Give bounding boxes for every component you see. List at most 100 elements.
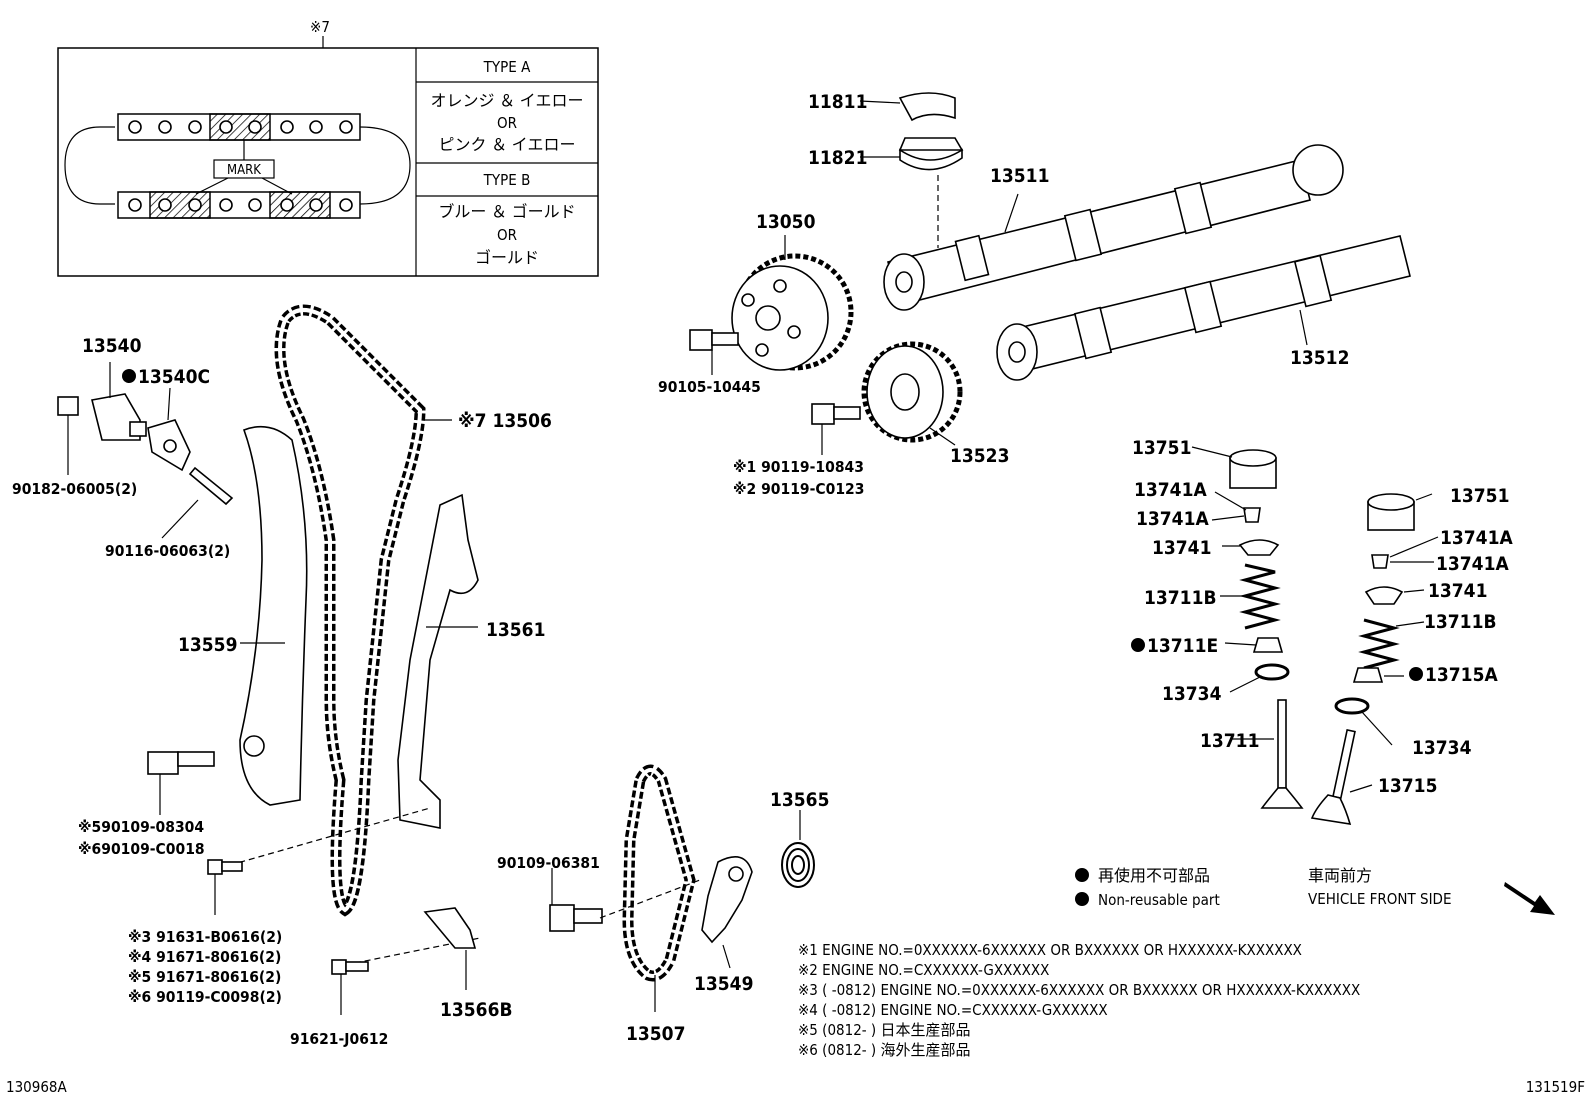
type-a-line2: OR xyxy=(497,114,517,132)
label-90109-06381: 90109-06381 xyxy=(497,854,600,872)
chain-tensioner-arm xyxy=(701,856,753,969)
label-13512: 13512 xyxy=(1290,347,1349,369)
intake-camshaft xyxy=(883,144,1344,311)
chain-guide-13561 xyxy=(397,493,479,829)
label-13751-right: 13751 xyxy=(1450,485,1509,507)
label-13711b-right: 13711B xyxy=(1424,611,1497,633)
bolt-90119 xyxy=(811,403,861,455)
label-13715a: 13715A xyxy=(1425,664,1498,686)
legend-front-en: VEHICLE FRONT SIDE xyxy=(1308,890,1451,908)
valve-seal-left xyxy=(1224,637,1284,653)
label-13559: 13559 xyxy=(178,634,237,656)
label-90119-c0123: ※2 90119-C0123 xyxy=(733,480,864,498)
label-90109-c0018: ※690109-C0018 xyxy=(78,840,205,858)
legend-dot-1 xyxy=(1075,868,1089,882)
label-13540: 13540 xyxy=(82,335,142,357)
label-13741a-right-1: 13741A xyxy=(1440,527,1513,549)
label-13565: 13565 xyxy=(770,789,829,811)
label-13549: 13549 xyxy=(694,973,753,995)
note-6: ※6 (0812- ) 海外生産部品 xyxy=(798,1041,971,1059)
label-13566b: 13566B xyxy=(440,999,513,1021)
timing-chain-lower xyxy=(622,764,696,982)
type-b-label: TYPE B xyxy=(483,171,531,189)
label-11821: 11821 xyxy=(808,147,867,169)
inset-ref-mark: ※7 xyxy=(310,18,330,36)
nonreusable-dot-13711e xyxy=(1131,638,1145,652)
mark-label: MARK xyxy=(227,163,261,178)
tensioner-gasket xyxy=(147,387,191,472)
valve-spring-right xyxy=(1358,618,1425,670)
label-13741a-right-2: 13741A xyxy=(1436,553,1509,575)
nonreusable-dot-13715a xyxy=(1409,667,1423,681)
label-13751-left: 13751 xyxy=(1132,437,1191,459)
note-4: ※4 ( -0812) ENGINE NO.=CXXXXXX-GXXXXXX xyxy=(798,1001,1108,1019)
chain-guide-13566b xyxy=(423,907,477,990)
label-13507: 13507 xyxy=(626,1023,685,1045)
valve-lifter-right xyxy=(1367,493,1433,531)
nonreusable-dot-13540c xyxy=(122,369,136,383)
code-left: 130968A xyxy=(6,1078,68,1096)
label-90182-06005: 90182-06005(2) xyxy=(12,480,137,498)
legend-nonreusable-jp: 再使用不可部品 xyxy=(1098,866,1210,885)
type-a-label: TYPE A xyxy=(483,58,531,76)
note-1: ※1 ENGINE NO.=0XXXXXX-6XXXXXX OR BXXXXXX… xyxy=(798,941,1302,959)
bolt-91621 xyxy=(331,959,369,1015)
label-90119-c0098: ※6 90119-C0098(2) xyxy=(128,988,282,1006)
chain-strip-top xyxy=(117,113,361,141)
valve-spring-left xyxy=(1220,563,1281,630)
legend-dot-2 xyxy=(1075,892,1089,906)
note-2: ※2 ENGINE NO.=CXXXXXX-GXXXXXX xyxy=(798,961,1049,979)
vehicle-front-arrow xyxy=(1504,882,1555,915)
nut-90182 xyxy=(57,396,79,475)
label-13715: 13715 xyxy=(1378,775,1437,797)
timing-chain-upper xyxy=(274,304,426,917)
type-b-line1: ブルー ＆ ゴールド xyxy=(438,202,575,221)
intake-valve xyxy=(1230,699,1304,809)
code-right: 131519F xyxy=(1526,1078,1585,1096)
exhaust-cam-gear xyxy=(861,341,963,443)
label-13711b-left: 13711B xyxy=(1144,587,1217,609)
bolt-90109-08304 xyxy=(147,751,215,815)
type-a-line1: オレンジ ＆ イエロー xyxy=(431,91,584,110)
label-90109-08304: ※590109-08304 xyxy=(78,818,204,836)
stud-90116 xyxy=(161,466,234,539)
type-b-line3: ゴールド xyxy=(475,248,539,267)
vvt-gear-assembly xyxy=(731,253,854,371)
label-13734-right: 13734 xyxy=(1412,737,1472,759)
legend-front-jp: 車両前方 xyxy=(1308,866,1372,885)
exhaust-valve xyxy=(1310,728,1373,825)
note-5: ※5 (0812- ) 日本生産部品 xyxy=(798,1021,971,1039)
chain-guide-13559 xyxy=(239,425,308,806)
label-13711: 13711 xyxy=(1200,730,1259,752)
note-3: ※3 ( -0812) ENGINE NO.=0XXXXXX-6XXXXXX O… xyxy=(798,981,1360,999)
label-13506: ※7 13506 xyxy=(458,410,552,432)
bolt-90105 xyxy=(689,329,739,375)
label-13741-right: 13741 xyxy=(1428,580,1487,602)
label-13561: 13561 xyxy=(486,619,545,641)
label-13050: 13050 xyxy=(756,211,816,233)
label-13734-left: 13734 xyxy=(1162,683,1222,705)
valve-lifter-left xyxy=(1191,446,1277,489)
legend-nonreusable-en: Non-reusable part xyxy=(1098,891,1220,909)
valve-seal-right xyxy=(1352,667,1404,683)
label-91621-j0612: 91621-J0612 xyxy=(290,1030,388,1048)
bolt-91631 xyxy=(207,859,243,915)
label-90119-10843: ※1 90119-10843 xyxy=(733,458,864,476)
label-13741-left: 13741 xyxy=(1152,537,1211,559)
chain-tensioner xyxy=(91,362,147,441)
type-b-line2: OR xyxy=(497,226,517,244)
camshaft-bearing-lower xyxy=(860,137,964,171)
label-90116-06063: 90116-06063(2) xyxy=(105,542,230,560)
label-13711e: 13711E xyxy=(1147,635,1218,657)
label-91631-b0616: ※3 91631-B0616(2) xyxy=(128,928,282,946)
label-13523: 13523 xyxy=(950,445,1009,467)
label-13540c: 13540C xyxy=(138,366,210,388)
bolt-90109-06381 xyxy=(549,868,603,932)
spring-seat-right xyxy=(1334,697,1393,746)
tensioner-spring xyxy=(781,810,815,888)
label-90105-10445: 90105-10445 xyxy=(658,378,761,396)
camshaft-bearing-upper xyxy=(859,92,956,122)
spring-seat-left xyxy=(1229,663,1290,693)
valve-retainer-right xyxy=(1364,536,1439,605)
